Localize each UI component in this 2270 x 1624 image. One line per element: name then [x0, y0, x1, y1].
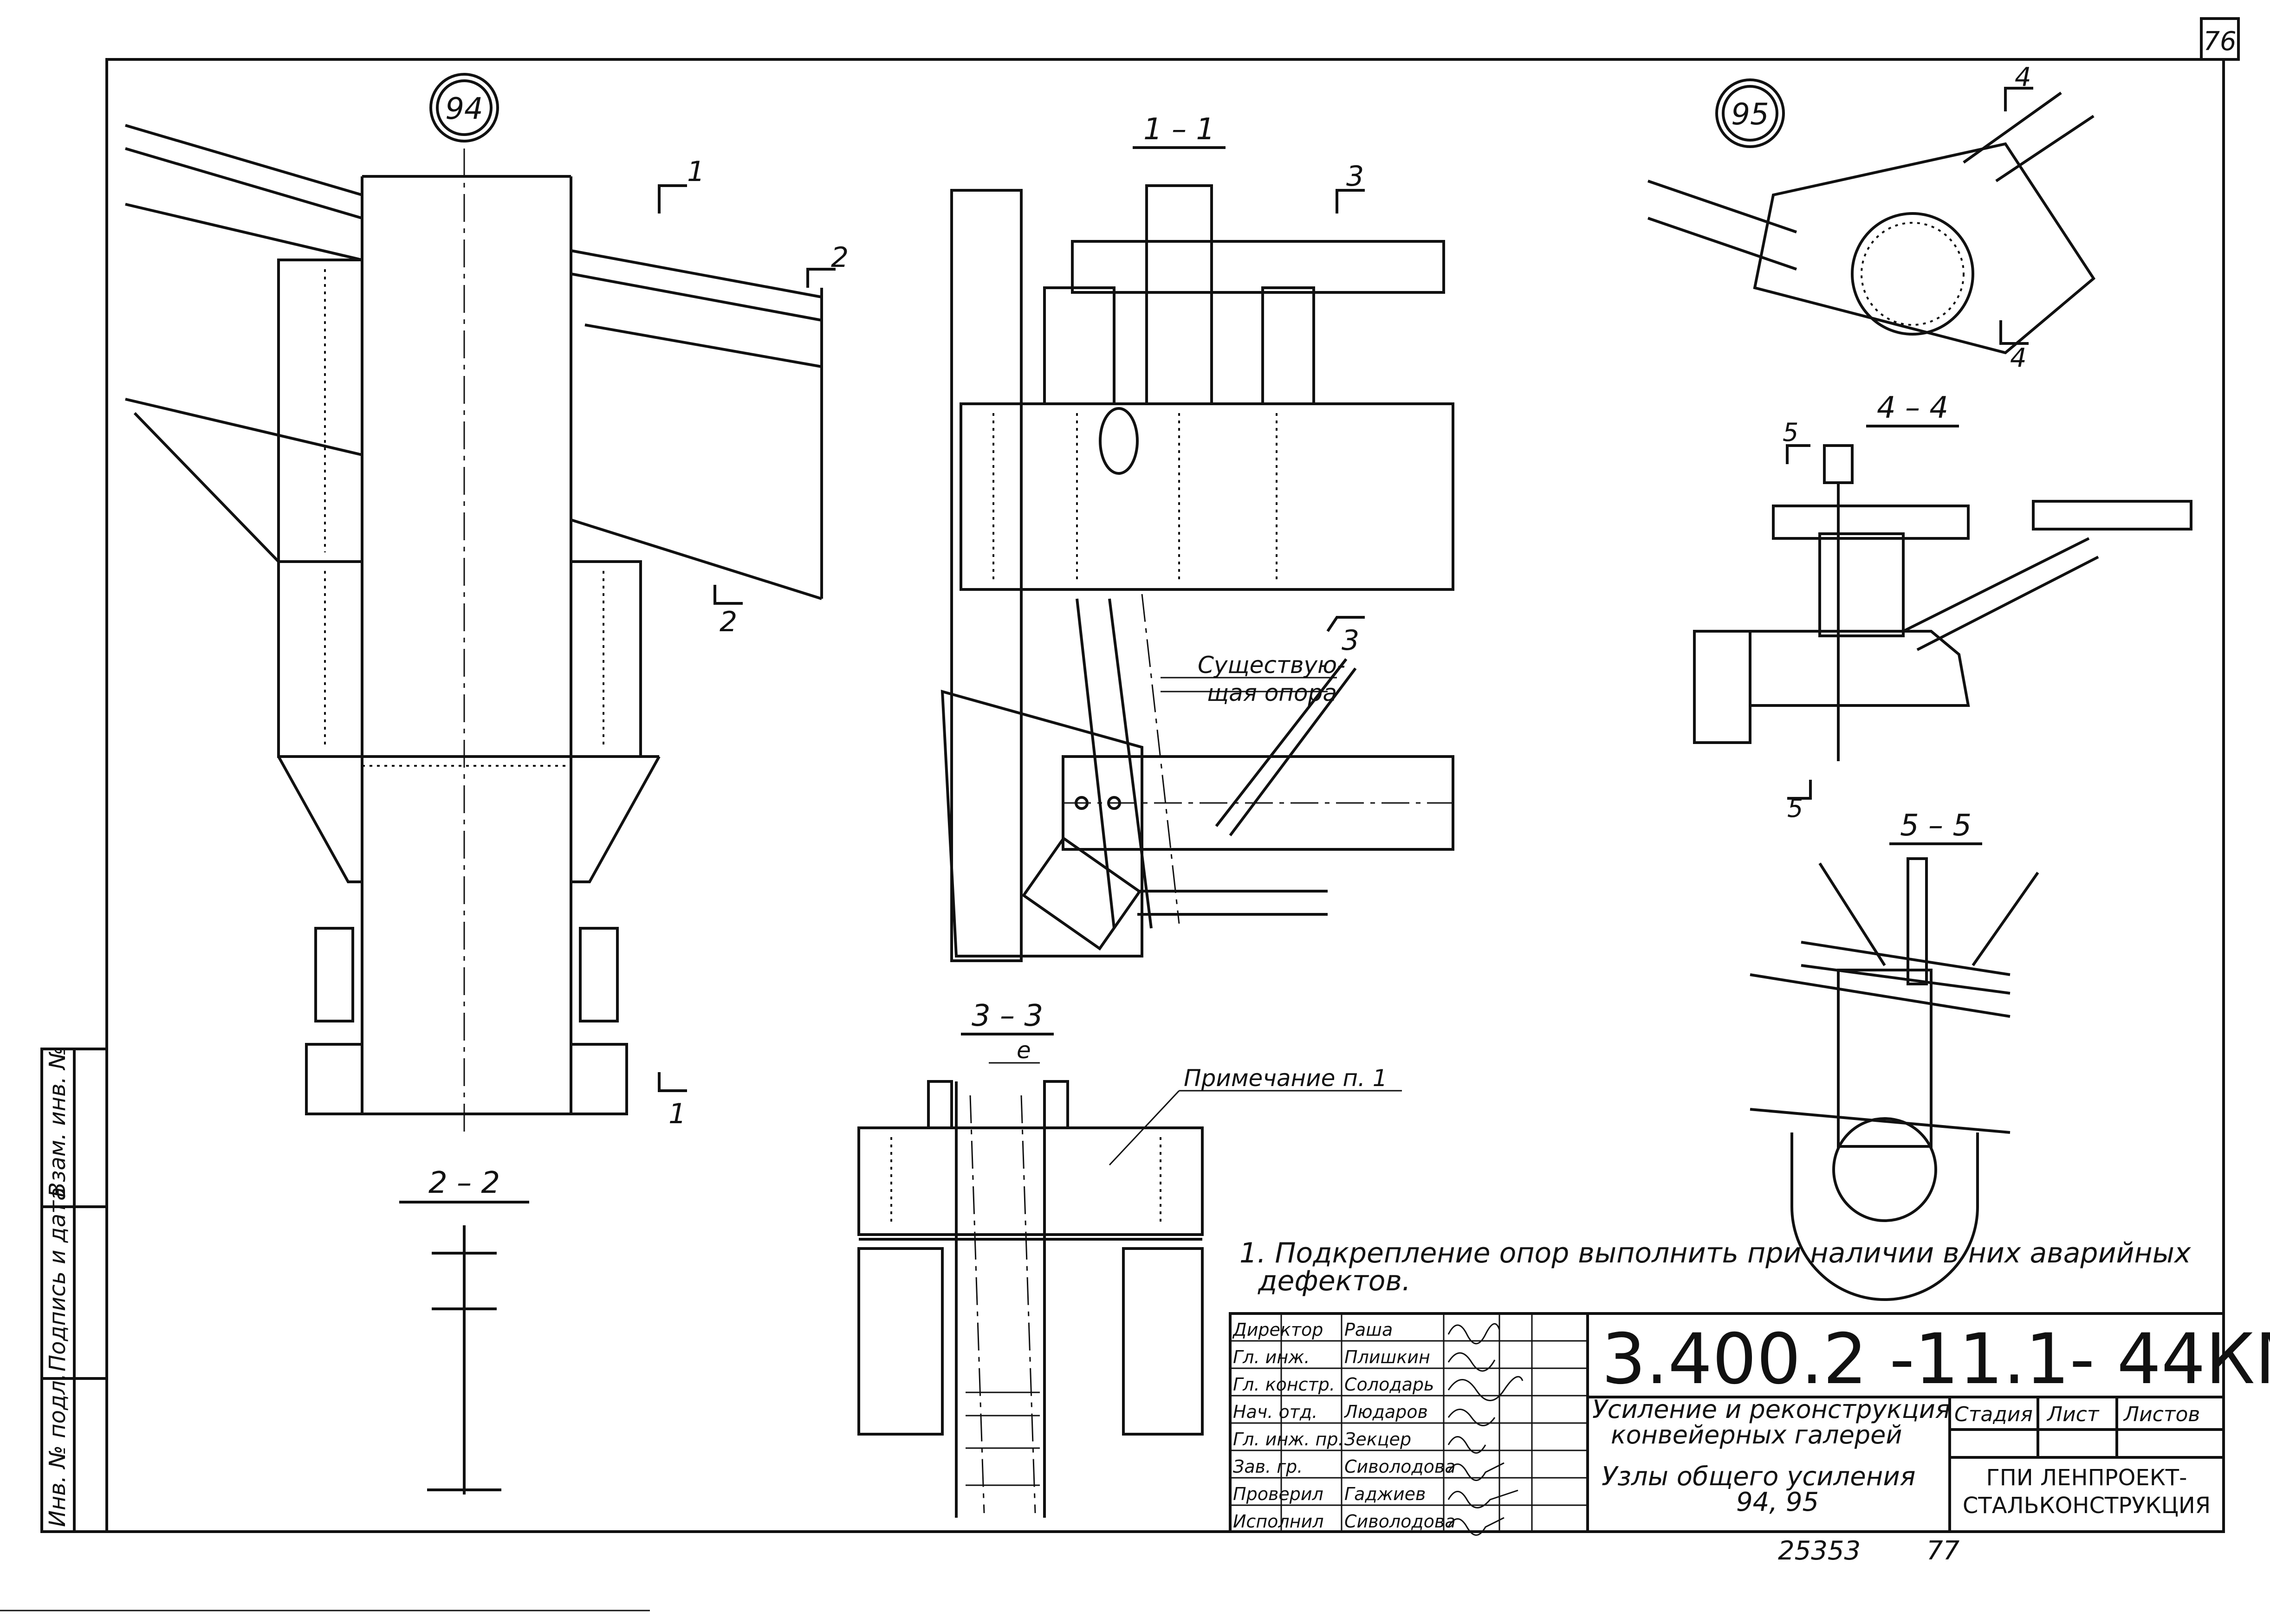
general-note: 1. Подкрепление опор выполнить при налич…	[1239, 1237, 2191, 1297]
cut-5-top: 5	[1783, 418, 1798, 447]
section-2-2: 2 – 2	[399, 1166, 529, 1495]
existing-support-label-2: щая опора	[1207, 679, 1337, 706]
node-95-view: 95 4 4	[1647, 62, 2095, 373]
sheet-title-line-2: 94, 95	[1736, 1487, 1819, 1517]
staff-role-6: Проверил	[1233, 1484, 1323, 1504]
staff-name-4: Зекцер	[1344, 1429, 1411, 1449]
staff-name-7: Сиволодова	[1344, 1511, 1456, 1532]
staff-name-5: Сиволодова	[1344, 1456, 1456, 1477]
org-line-1: ГПИ ЛЕНПРОЕКТ-	[1986, 1465, 2187, 1491]
node-94-circle	[429, 73, 499, 142]
staff-role-3: Нач. отд.	[1233, 1402, 1317, 1422]
cut-3-top: 3	[1346, 160, 1364, 193]
col-sheet: Лист	[2046, 1403, 2100, 1426]
node-95-label: 95	[1731, 97, 1769, 132]
cut-4-top: 4	[2015, 62, 2031, 92]
cut-2-bottom: 2	[720, 606, 737, 638]
staff-role-7: Исполнил	[1233, 1511, 1324, 1532]
section-3-3: 3 – 3 e Примечание п. 1	[857, 999, 1402, 1518]
staff-name-2: Солодарь	[1344, 1374, 1434, 1395]
dimension-e: e	[1017, 1037, 1031, 1064]
project-title-line-1: Усиление и реконструкция	[1592, 1395, 1950, 1424]
cut-5-bottom: 5	[1787, 794, 1803, 823]
col-sheets: Листов	[2123, 1403, 2200, 1426]
staff-name-6: Гаджиев	[1344, 1484, 1426, 1504]
section-1-1: 1 – 1 Существую- щая опора 3	[940, 112, 1454, 962]
staff-role-1: Гл. инж.	[1233, 1347, 1310, 1367]
sheet-number: 76	[2203, 26, 2236, 57]
staff-role-0: Директор	[1232, 1320, 1323, 1340]
col-stage: Стадия	[1954, 1403, 2033, 1426]
note-line-1: 1. Подкрепление опор выполнить при налич…	[1239, 1237, 2191, 1269]
staff-role-2: Гл. констр.	[1233, 1374, 1335, 1395]
section-5-5-title: 5 – 5	[1900, 809, 1972, 843]
staff-name-3: Людаров	[1343, 1402, 1428, 1422]
section-2-2-title: 2 – 2	[428, 1166, 500, 1200]
staff-role-4: Гл. инж. пр.	[1233, 1429, 1344, 1449]
org-line-2: СТАЛЬКОНСТРУКЦИЯ	[1963, 1493, 2211, 1519]
archive-number: 25353	[1778, 1536, 1861, 1566]
cut-1-top: 1	[687, 155, 705, 188]
sheet-title-line-1: Узлы общего усиления	[1602, 1462, 1915, 1492]
section-1-1-title: 1 – 1	[1143, 112, 1215, 147]
node-95-circle	[1715, 78, 1785, 148]
staff-name-1: Плишкин	[1344, 1347, 1430, 1367]
section-4-4: 4 – 4 5 5	[1693, 391, 2192, 823]
side-stamp: Инв. № подл. Подпись и дата Взам. инв. №	[40, 1046, 108, 1533]
section-3-3-title: 3 – 3	[972, 999, 1043, 1033]
archive-page: 77	[1926, 1536, 1960, 1566]
project-title-line-2: конвейерных галерей	[1611, 1420, 1902, 1449]
stamp-inv-orig: Инв. № подл.	[45, 1373, 71, 1527]
section-4-4-title: 4 – 4	[1877, 391, 1948, 425]
node-94-label: 94	[445, 92, 483, 126]
drawing-frame	[105, 58, 2225, 1533]
cut-1-bottom: 1	[668, 1098, 686, 1130]
title-block: Директор Раша Гл. инж. Плишкин Гл. конст…	[1229, 1312, 2270, 1566]
staff-role-5: Зав. гр.	[1233, 1456, 1303, 1477]
cut-2-top: 2	[831, 241, 849, 274]
cut-3-bottom: 3	[1342, 624, 1359, 657]
stamp-sign-date: Подпись и дата	[45, 1187, 71, 1372]
staff-name-0: Раша	[1344, 1320, 1393, 1340]
note-reference-label: Примечание п. 1	[1184, 1065, 1388, 1092]
signatures	[1447, 1323, 1524, 1536]
drawing-designation: 3.400.2 -11.1- 44КМ	[1602, 1319, 2270, 1400]
stamp-inv-repl: Взам. инв. №	[45, 1046, 71, 1197]
node-94-view: 94 1	[125, 73, 849, 1132]
sheet-number-box	[2200, 17, 2240, 61]
existing-support-label-1: Существую-	[1198, 652, 1345, 679]
note-line-2: дефектов.	[1258, 1265, 1411, 1297]
cut-4-bottom: 4	[2010, 343, 2027, 373]
section-5-5: 5 – 5	[1750, 809, 2039, 1301]
